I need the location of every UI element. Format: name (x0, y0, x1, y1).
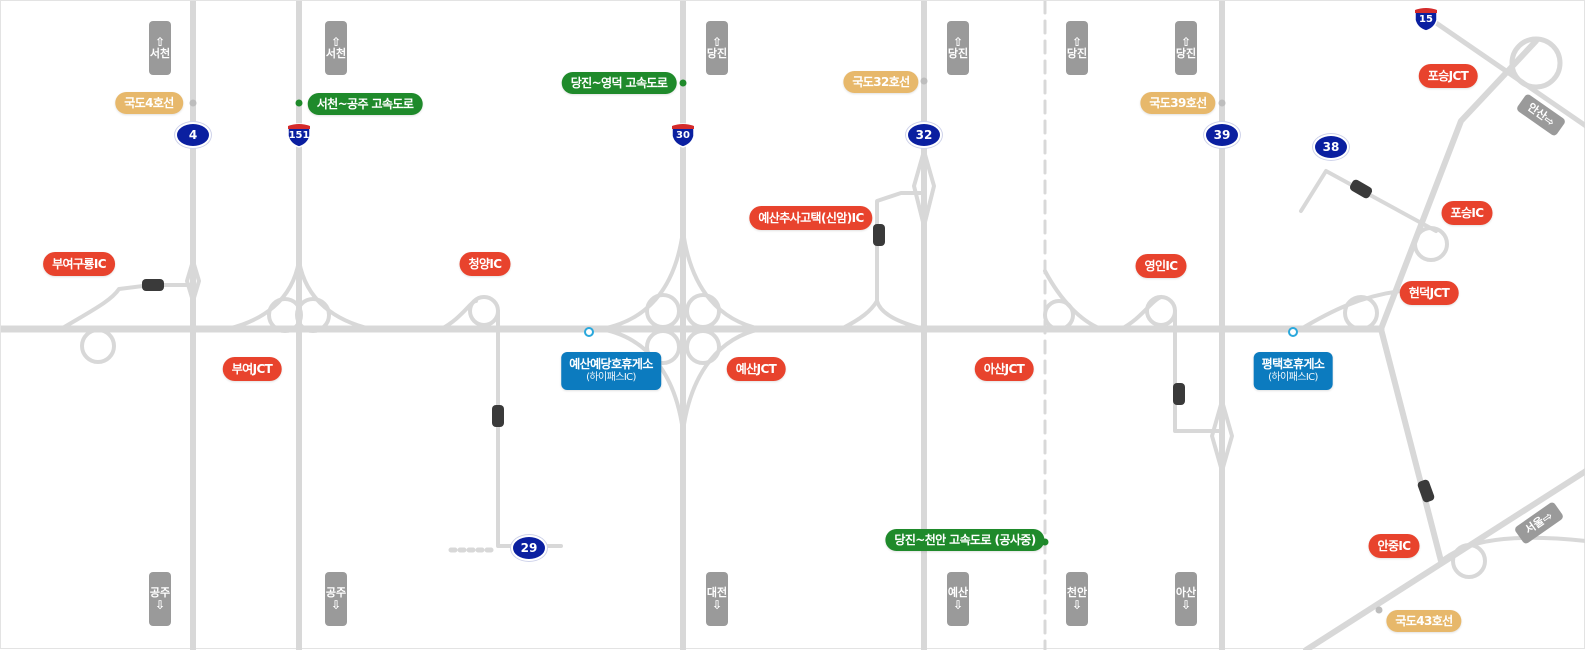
junction-label[interactable]: 부여JCT (222, 357, 282, 381)
camera-icon (142, 279, 164, 291)
direction-sign-north[interactable]: ⇧당진 (1066, 21, 1088, 75)
direction-sign-north[interactable]: ⇧당진 (706, 21, 728, 75)
national-road-label: 국도32호선 (843, 71, 919, 93)
arrow-down-icon: ⇩ (952, 598, 964, 612)
national-road-label: 국도4호선 (115, 92, 183, 114)
national-route-shield-icon: 32 (908, 124, 940, 146)
junction-dot (679, 79, 687, 87)
national-route-shield-icon: 4 (177, 124, 209, 146)
rest-area-label[interactable]: 평택호휴게소 (하이패스IC) (1253, 352, 1333, 390)
direction-sign-south[interactable]: 예산⇩ (947, 572, 969, 626)
arrow-down-icon: ⇩ (1071, 598, 1083, 612)
direction-sign-south[interactable]: 천안⇩ (1066, 572, 1088, 626)
arrow-up-icon: ⇧ (330, 35, 342, 49)
national-route-shield-icon: 38 (1315, 136, 1347, 158)
interchange-label[interactable]: 예산추사고택(신암)IC (749, 206, 873, 230)
arrow-down-icon: ⇩ (711, 598, 723, 612)
direction-sign-south[interactable]: 공주⇩ (149, 572, 171, 626)
junction-dot (189, 99, 197, 107)
arrow-down-icon: ⇩ (154, 598, 166, 612)
camera-icon (873, 224, 885, 246)
interchange-label[interactable]: 영인IC (1135, 254, 1187, 278)
expressway-label: 서천~공주 고속도로 (307, 93, 423, 115)
expressway-shield-icon: 151 (286, 122, 312, 148)
direction-sign-north[interactable]: ⇧서천 (325, 21, 347, 75)
junction-dot (295, 99, 303, 107)
direction-sign-north[interactable]: ⇧당진 (947, 21, 969, 75)
junction-label[interactable]: 예산JCT (726, 357, 786, 381)
direction-sign-south[interactable]: 아산⇩ (1175, 572, 1197, 626)
junction-dot (920, 77, 928, 85)
interchange-label[interactable]: 안중IC (1368, 534, 1420, 558)
arrow-down-icon: ⇩ (1180, 598, 1192, 612)
expressway-shield-icon: 15 (1413, 6, 1439, 32)
arrow-up-icon: ⇧ (952, 35, 964, 49)
camera-icon (492, 405, 504, 427)
junction-dot (1041, 538, 1049, 546)
interchange-label[interactable]: 부여구룡IC (43, 252, 115, 276)
direction-sign-south[interactable]: 대전⇩ (706, 572, 728, 626)
rest-area-sub: (하이패스IC) (1268, 372, 1318, 383)
junction-label[interactable]: 현덕JCT (1399, 281, 1459, 305)
junction-label[interactable]: 아산JCT (974, 357, 1034, 381)
expressway-label: 당진~영덕 고속도로 (561, 72, 677, 94)
road-n43 (1303, 468, 1585, 650)
rest-area-name: 평택호휴게소 (1261, 357, 1325, 371)
interchange-label[interactable]: 포승IC (1441, 201, 1493, 225)
direction-sign-north[interactable]: ⇧당진 (1175, 21, 1197, 75)
direction-sign-south[interactable]: 공주⇩ (325, 572, 347, 626)
expressway-shield-icon: 30 (670, 122, 696, 148)
road-i15 (1423, 13, 1585, 129)
interchange-label[interactable]: 청양IC (459, 252, 511, 276)
national-route-shield-icon: 29 (513, 537, 545, 559)
arrow-up-icon: ⇧ (711, 35, 723, 49)
arrow-up-icon: ⇧ (1180, 35, 1192, 49)
junction-label[interactable]: 포승JCT (1418, 64, 1478, 88)
camera-icon (1173, 383, 1185, 405)
rest-area-label[interactable]: 예산예당호휴게소 (하이패스IC) (561, 352, 661, 390)
rest-area-pin-icon[interactable] (1288, 327, 1298, 337)
junction-dot (1375, 606, 1383, 614)
national-road-label: 국도39호선 (1140, 92, 1216, 114)
arrow-down-icon: ⇩ (330, 598, 342, 612)
arrow-up-icon: ⇧ (154, 35, 166, 49)
rest-area-name: 예산예당호휴게소 (569, 357, 653, 371)
national-route-shield-icon: 39 (1206, 124, 1238, 146)
rest-area-sub: (하이패스IC) (586, 372, 636, 383)
arrow-up-icon: ⇧ (1071, 35, 1083, 49)
junction-dot (1218, 99, 1226, 107)
direction-sign-north[interactable]: ⇧서천 (149, 21, 171, 75)
expressway-label: 당진~천안 고속도로 (공사중) (885, 529, 1045, 551)
road-diag-south (1378, 326, 1444, 564)
rest-area-pin-icon[interactable] (584, 327, 594, 337)
national-road-label: 국도43호선 (1386, 610, 1462, 632)
